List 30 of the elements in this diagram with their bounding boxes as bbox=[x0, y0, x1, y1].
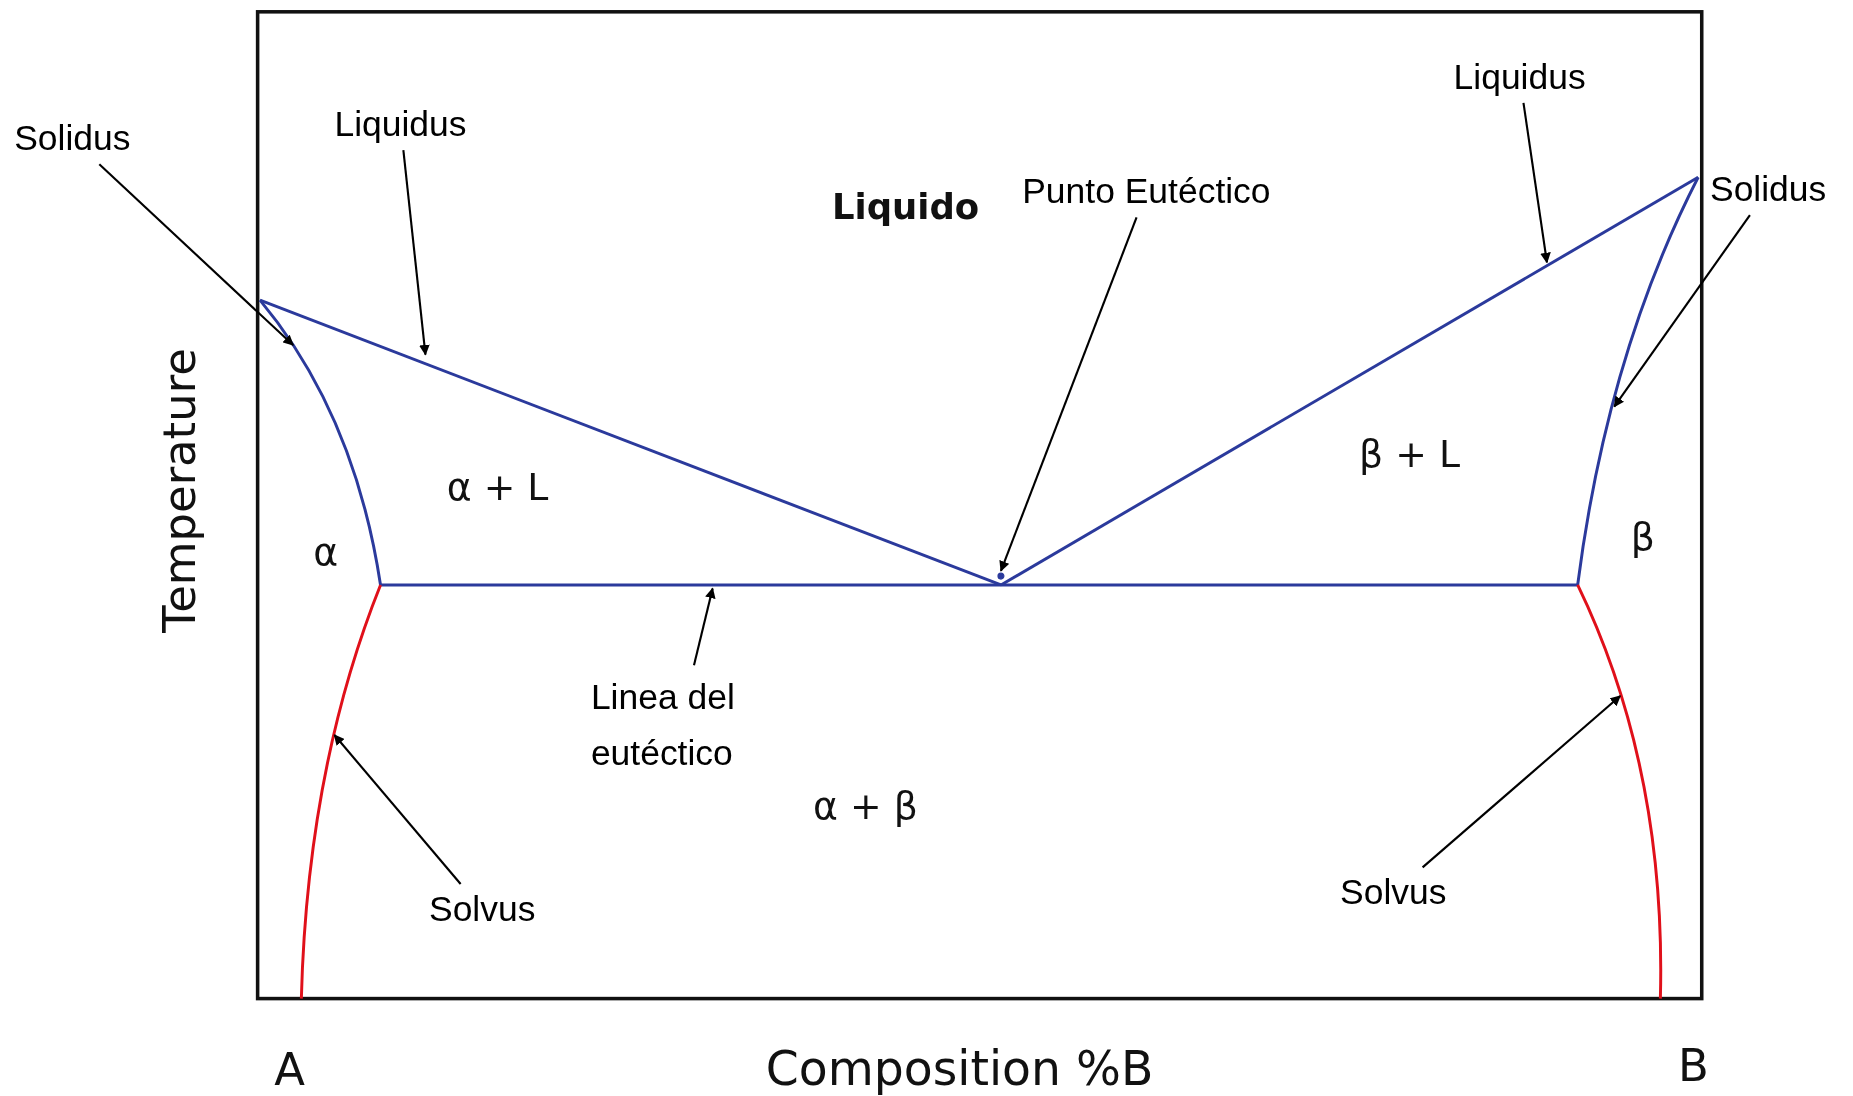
callout-label: Linea del eutéctico bbox=[590, 670, 769, 780]
leader-line bbox=[1421, 695, 1621, 869]
callout-label: Solvus bbox=[429, 888, 536, 930]
leader-line bbox=[1613, 214, 1751, 408]
leader-line bbox=[402, 149, 430, 356]
leader-line bbox=[98, 163, 294, 346]
axis-label: Composition %B bbox=[765, 1042, 1154, 1095]
leader-line bbox=[692, 587, 716, 666]
region-label: Liquido bbox=[831, 186, 980, 226]
phase-label: α + L bbox=[446, 466, 549, 509]
callout-label: Solidus bbox=[1710, 169, 1827, 210]
eutectic-line bbox=[380, 583, 1578, 587]
callout-label: Liquidus bbox=[1453, 56, 1586, 98]
axis-label: Temperature bbox=[156, 348, 206, 633]
callout-label: Solidus bbox=[14, 118, 131, 159]
callout-label: Punto Eutéctico bbox=[1022, 171, 1271, 213]
phase-label: β bbox=[1630, 516, 1655, 558]
leader-line bbox=[1522, 102, 1551, 264]
leader-line bbox=[999, 217, 1138, 572]
solvus-curve bbox=[299, 584, 382, 999]
phase-label: α + β bbox=[813, 785, 918, 828]
eutectic-point bbox=[997, 572, 1005, 580]
solvus-curve bbox=[1576, 584, 1663, 999]
leader-line bbox=[333, 734, 462, 885]
axis-end-label: A bbox=[274, 1045, 305, 1096]
phase-label: β + L bbox=[1359, 433, 1460, 476]
phase-label: α bbox=[313, 531, 339, 574]
callout-label: Solvus bbox=[1340, 872, 1447, 913]
callout-label: Liquidus bbox=[334, 104, 467, 145]
axis-end-label: B bbox=[1678, 1042, 1709, 1092]
